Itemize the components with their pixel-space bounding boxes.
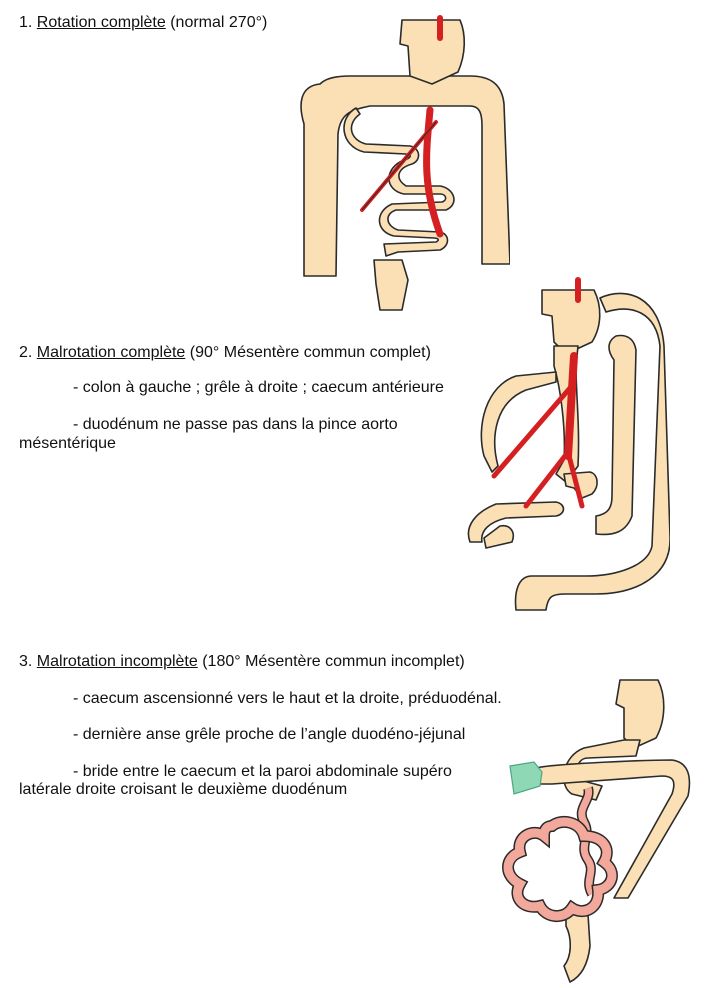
section-1-number: 1. <box>19 14 33 31</box>
section-3-bullet-2: - dernière anse grêle proche de l’angle … <box>73 726 466 743</box>
section-3-bullet-3-continued: latérale droite croisant le deuxième duo… <box>19 781 348 798</box>
section-2-title-rest: (90° Mésentère commun complet) <box>189 344 431 361</box>
section-3-bullet-1: - caecum ascensionné vers le haut et la … <box>73 690 502 707</box>
section-2-title: Malrotation complète <box>36 344 186 361</box>
section-1-title: Rotation complète <box>36 14 166 31</box>
section-3-title-rest: (180° Mésentère commun incomplet) <box>202 653 465 670</box>
section-2-bullet-1: - colon à gauche ; grêle à droite ; caec… <box>73 379 444 396</box>
section-2-number: 2. <box>19 344 33 361</box>
section-2-heading: 2. Malrotation complète (90° Mésentère c… <box>19 343 431 362</box>
section-3-bullet-3: - bride entre le caecum et la paroi abdo… <box>73 763 452 780</box>
malrotation-complete-diagram-icon <box>467 277 670 611</box>
section-1-heading: 1. Rotation complète (normal 270°) <box>19 13 267 32</box>
section-3-number: 3. <box>19 653 33 670</box>
section-2-bullet-2: - duodénum ne passe pas dans la pince ao… <box>73 416 398 433</box>
section-3-heading: 3. Malrotation incomplète (180° Mésentèr… <box>19 652 465 671</box>
section-3-title: Malrotation incomplète <box>36 653 198 670</box>
malrotation-incomplete-diagram-icon <box>502 679 691 983</box>
rotation-diagram-icon <box>300 15 510 311</box>
section-2-bullet-2-continued: mésentérique <box>19 435 116 452</box>
section-1-title-rest: (normal 270°) <box>170 14 268 31</box>
